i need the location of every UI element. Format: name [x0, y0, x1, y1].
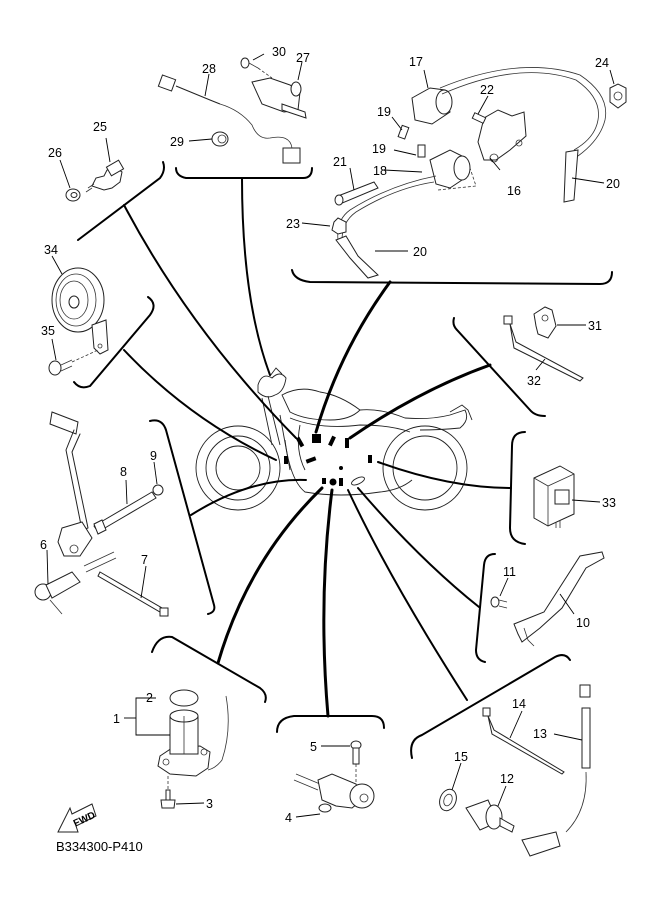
part-10-bracket[interactable]	[513, 551, 605, 647]
callout-27: 27	[296, 51, 310, 65]
callout-34: 34	[44, 243, 58, 257]
callout-11: 11	[503, 565, 516, 579]
callout-19b: 19	[372, 142, 386, 156]
callout-8: 8	[120, 465, 127, 479]
callout-24: 24	[595, 56, 609, 70]
callout-4: 4	[285, 811, 292, 825]
part-25-temp-sensor[interactable]	[85, 159, 125, 193]
part-17-ignition-coil[interactable]	[411, 87, 453, 125]
part-26-washer[interactable]	[65, 188, 81, 202]
callout-13: 13	[533, 727, 547, 741]
part-24-clip[interactable]	[609, 83, 627, 109]
part-7-cable-tie[interactable]	[97, 571, 169, 617]
part-22-bolt[interactable]	[471, 112, 487, 124]
part-19-bolt-b[interactable]	[417, 144, 426, 158]
part-11-bolt[interactable]	[490, 596, 508, 609]
part-18-ignition-coil[interactable]	[429, 149, 477, 191]
part-21-tube[interactable]	[334, 181, 379, 206]
part-8-rod[interactable]	[93, 491, 157, 535]
location-markers	[284, 434, 372, 486]
part-34-horn[interactable]	[51, 267, 109, 355]
callout-6: 6	[40, 538, 47, 552]
part-2-oring[interactable]	[169, 689, 199, 707]
callout-14: 14	[512, 697, 526, 711]
part-12-oil-switch[interactable]	[465, 799, 515, 833]
part-5-bolt[interactable]	[350, 740, 362, 784]
part-31-clamp[interactable]	[533, 306, 557, 339]
part-28-harness[interactable]	[157, 74, 301, 164]
callout-10: 10	[576, 616, 590, 630]
callout-29: 29	[170, 135, 184, 149]
part-15-washer[interactable]	[437, 787, 460, 813]
part-14-cable-tie[interactable]	[482, 707, 565, 775]
callout-2: 2	[146, 691, 153, 705]
callout-31: 31	[588, 319, 602, 333]
part-9-nut[interactable]	[152, 484, 164, 496]
part-shift-pedal	[49, 411, 93, 557]
callout-25: 25	[93, 120, 107, 134]
callout-35: 35	[41, 324, 55, 338]
callout-9: 9	[150, 449, 157, 463]
callout-21: 21	[333, 155, 347, 169]
part-4-clamp[interactable]	[293, 773, 375, 813]
part-16-bracket[interactable]	[477, 109, 527, 163]
callout-15: 15	[454, 750, 468, 764]
callout-22: 22	[480, 83, 494, 97]
part-13-lead-wire[interactable]	[521, 684, 591, 857]
callout-7: 7	[141, 553, 148, 567]
callout-18: 18	[373, 164, 387, 178]
callout-17: 17	[409, 55, 423, 69]
part-20-plug-cap-b[interactable]	[439, 67, 607, 203]
callout-23: 23	[286, 217, 300, 231]
part-19-bolt-a[interactable]	[397, 124, 410, 140]
reference-code: B334300-P410	[56, 839, 143, 854]
callout-33: 33	[602, 496, 616, 510]
part-6-switch[interactable]	[34, 551, 117, 615]
part-29-grommet[interactable]	[211, 131, 229, 147]
callout-20b: 20	[606, 177, 620, 191]
part-35-bolt[interactable]	[48, 349, 99, 376]
callout-26: 26	[48, 146, 62, 160]
part-27-speed-sensor[interactable]	[251, 77, 307, 119]
callout-30: 30	[272, 45, 286, 59]
part-23-clip[interactable]	[331, 217, 347, 235]
callout-16: 16	[507, 184, 521, 198]
callout-19a: 19	[377, 105, 391, 119]
fwd-arrow-icon: FWD	[57, 803, 97, 833]
group-brackets	[73, 161, 613, 759]
part-33-relay[interactable]	[533, 465, 575, 528]
callout-32: 32	[527, 374, 541, 388]
callout-28: 28	[202, 62, 216, 76]
part-32-cable-tie[interactable]	[503, 315, 584, 382]
callout-5: 5	[310, 740, 317, 754]
callout-12: 12	[500, 772, 514, 786]
callout-1: 1	[113, 712, 120, 726]
callout-20a: 20	[413, 245, 427, 259]
callout-3: 3	[206, 797, 213, 811]
part-30-bolt[interactable]	[240, 57, 273, 79]
part-1-switch[interactable]	[157, 695, 229, 777]
part-3-bolt[interactable]	[160, 776, 176, 809]
